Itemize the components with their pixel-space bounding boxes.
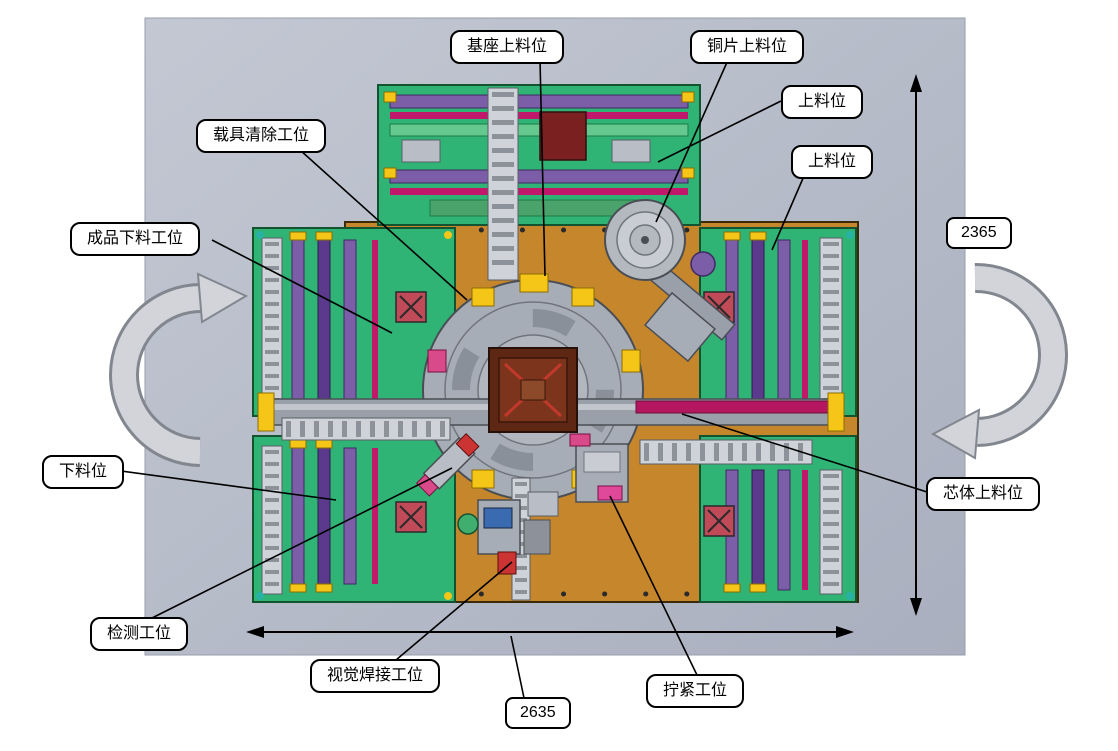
left-module-upper	[252, 227, 456, 417]
tightening-station	[569, 433, 629, 503]
rotation-arrow-right-icon	[930, 262, 1068, 460]
leader-copper-loading	[655, 59, 729, 223]
dimension-line-vertical	[910, 74, 922, 616]
leader-inspection	[151, 467, 453, 619]
vertical-conveyor	[487, 87, 519, 281]
center-pallet	[488, 347, 578, 433]
callout-unloading: 下料位	[42, 455, 125, 489]
callout-visual-welding: 视觉焊接工位	[310, 659, 441, 693]
leader-lines	[120, 59, 928, 699]
leader-finished-unloading	[211, 239, 393, 334]
callout-base-loading: 基座上料位	[450, 30, 565, 64]
left-belt-conveyor	[281, 417, 451, 441]
leader-carrier-clearing	[299, 149, 468, 301]
welding-station	[457, 477, 559, 601]
left-module-lower	[252, 435, 456, 603]
top-feeder-module	[377, 84, 701, 226]
dimension-line-horizontal	[246, 626, 854, 638]
callout-loading-right: 上料位	[791, 145, 874, 179]
dim-width-label: 2635	[505, 697, 571, 729]
leader-visual-welding	[395, 561, 513, 661]
leader-base-loading	[539, 59, 546, 277]
leader-loading-top	[657, 100, 782, 163]
callout-carrier-clearing: 载具清除工位	[196, 119, 327, 153]
rotation-arrow-left-icon	[109, 272, 249, 467]
right-belt-conveyor	[639, 439, 813, 465]
callout-inspection: 检测工位	[90, 617, 189, 651]
callout-loading-top: 上料位	[781, 85, 864, 119]
callout-copper-loading: 铜片上料位	[690, 30, 805, 64]
dim-height-label: 2365	[946, 217, 1012, 249]
leader-tightening	[609, 495, 698, 676]
callout-finished-unloading: 成品下料工位	[70, 222, 201, 256]
leader-dim-width	[510, 635, 525, 699]
bowl-feeder	[604, 199, 736, 363]
leader-loading-right	[771, 175, 805, 251]
callout-core-loading: 芯体上料位	[926, 477, 1041, 511]
callout-tightening: 拧紧工位	[646, 674, 745, 708]
leader-unloading	[120, 470, 337, 501]
leader-core-loading	[681, 413, 928, 493]
